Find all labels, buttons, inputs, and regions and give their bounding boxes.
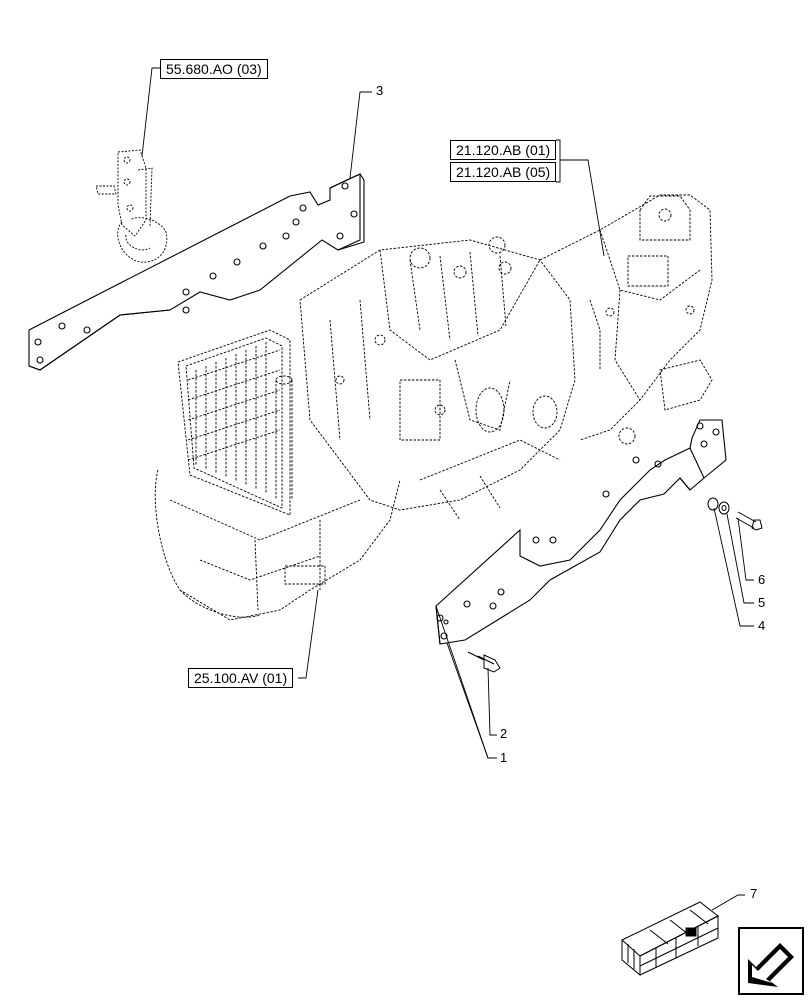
ref-21-120-ab-05[interactable]: 21.120.AB (05) xyxy=(450,162,557,182)
left-side-plate xyxy=(28,173,365,371)
bolt-2 xyxy=(467,651,501,673)
right-side-plate xyxy=(435,419,727,645)
leader-lines xyxy=(141,67,754,911)
ref-21-120-ab-01[interactable]: 21.120.AB (01) xyxy=(450,140,557,160)
bolt-6 xyxy=(735,511,763,531)
callout-4: 4 xyxy=(758,618,766,633)
callout-7: 7 xyxy=(750,886,758,901)
bracket-drawing xyxy=(95,149,168,263)
callout-3: 3 xyxy=(376,83,384,98)
engine-assembly xyxy=(154,194,713,621)
callout-2: 2 xyxy=(500,726,508,741)
callout-6: 6 xyxy=(758,572,766,587)
ref-25-100-av-01[interactable]: 25.100.AV (01) xyxy=(188,668,294,688)
ref-55-680-ao-03[interactable]: 55.680.AO (03) xyxy=(160,59,268,79)
next-page-button[interactable] xyxy=(738,927,804,995)
next-page-arrow-icon xyxy=(748,943,794,987)
callout-1: 1 xyxy=(500,750,508,765)
washers-4-5 xyxy=(707,497,730,515)
callout-5: 5 xyxy=(758,595,766,610)
crate-7 xyxy=(621,901,719,977)
